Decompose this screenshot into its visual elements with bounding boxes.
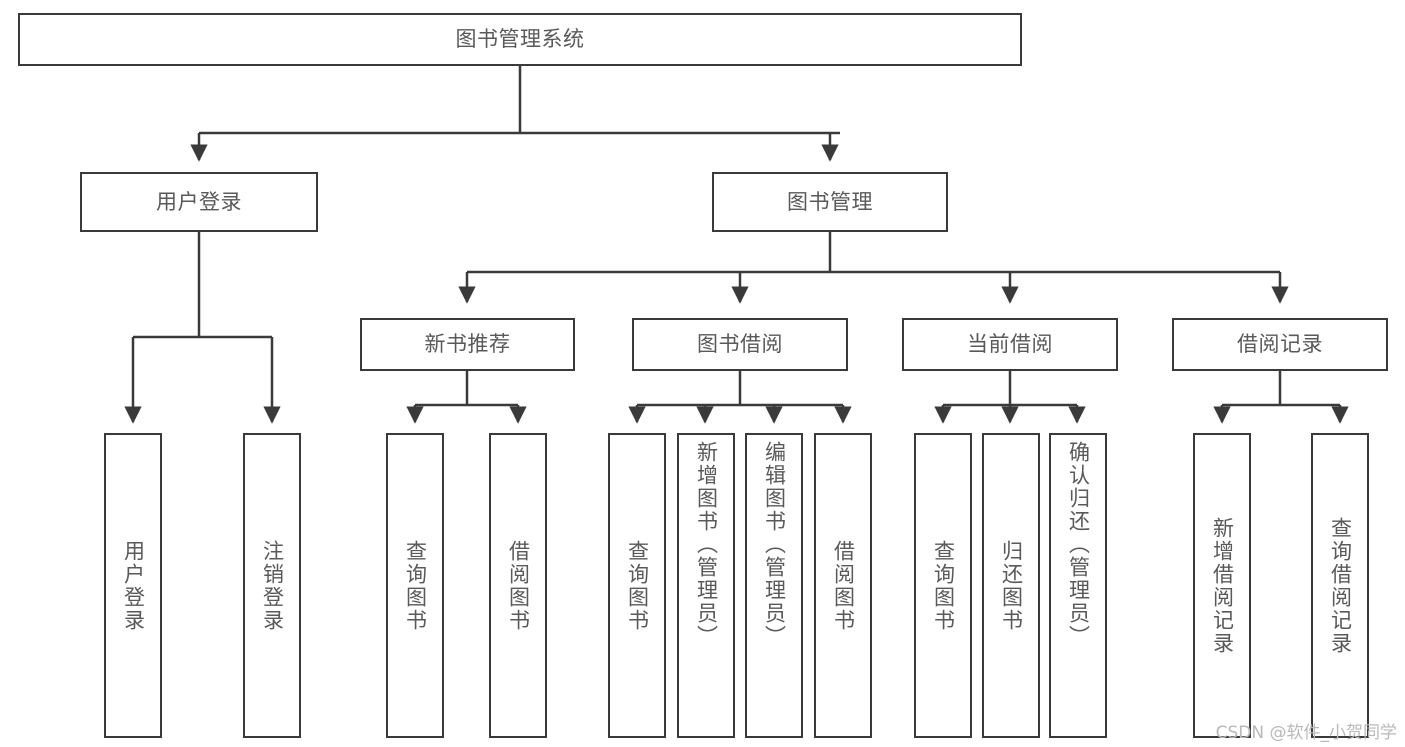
node-leaf-query-book-1-label: 查询图书 (403, 539, 428, 632)
node-leaf-query-record-label: 查询借阅记录 (1328, 516, 1353, 655)
node-leaf-confirm-return-label: 确认归还（管理员） (1066, 441, 1091, 648)
node-current-borrow[interactable]: 当前借阅 (902, 318, 1118, 371)
node-leaf-return-book[interactable]: 归还图书 (982, 433, 1040, 738)
node-leaf-add-book[interactable]: 新增图书（管理员） (677, 433, 735, 738)
node-leaf-borrow-book-2[interactable]: 借阅图书 (814, 433, 872, 738)
node-leaf-query-book-2[interactable]: 查询图书 (608, 433, 666, 738)
node-root-label: 图书管理系统 (455, 27, 585, 52)
node-leaf-borrow-book-1[interactable]: 借阅图书 (489, 433, 547, 738)
node-leaf-confirm-return[interactable]: 确认归还（管理员） (1049, 433, 1107, 738)
node-borrow-record-label: 借阅记录 (1237, 332, 1323, 357)
node-user-login-label: 用户登录 (156, 189, 242, 214)
node-leaf-query-record[interactable]: 查询借阅记录 (1311, 433, 1369, 738)
node-leaf-edit-book[interactable]: 编辑图书（管理员） (745, 433, 803, 738)
node-user-login[interactable]: 用户登录 (80, 172, 318, 232)
node-root[interactable]: 图书管理系统 (18, 13, 1022, 66)
node-leaf-query-book-3-label: 查询图书 (931, 539, 956, 632)
node-leaf-logout-login-label: 注销登录 (260, 539, 285, 632)
node-leaf-query-book-1[interactable]: 查询图书 (386, 433, 444, 738)
node-new-book-rec[interactable]: 新书推荐 (360, 318, 575, 371)
node-book-borrow-label: 图书借阅 (697, 332, 783, 357)
watermark-text: CSDN @软件_小贺同学 (1215, 723, 1397, 743)
node-leaf-edit-book-label: 编辑图书（管理员） (762, 441, 787, 648)
node-leaf-borrow-book-1-label: 借阅图书 (506, 539, 531, 632)
node-leaf-query-book-2-label: 查询图书 (625, 539, 650, 632)
node-leaf-return-book-label: 归还图书 (999, 539, 1024, 632)
node-leaf-add-record-label: 新增借阅记录 (1210, 516, 1235, 655)
node-leaf-add-book-label: 新增图书（管理员） (694, 441, 719, 648)
node-book-manage[interactable]: 图书管理 (712, 172, 948, 232)
node-leaf-add-record[interactable]: 新增借阅记录 (1193, 433, 1251, 738)
node-current-borrow-label: 当前借阅 (967, 332, 1053, 357)
node-leaf-user-login[interactable]: 用户登录 (104, 433, 162, 738)
node-leaf-logout-login[interactable]: 注销登录 (243, 433, 301, 738)
node-borrow-record[interactable]: 借阅记录 (1172, 318, 1388, 371)
node-leaf-query-book-3[interactable]: 查询图书 (914, 433, 972, 738)
node-leaf-user-login-label: 用户登录 (121, 539, 146, 632)
node-book-borrow[interactable]: 图书借阅 (632, 318, 848, 371)
node-book-manage-label: 图书管理 (787, 189, 873, 214)
node-new-book-rec-label: 新书推荐 (424, 332, 511, 357)
node-leaf-borrow-book-2-label: 借阅图书 (831, 539, 856, 632)
